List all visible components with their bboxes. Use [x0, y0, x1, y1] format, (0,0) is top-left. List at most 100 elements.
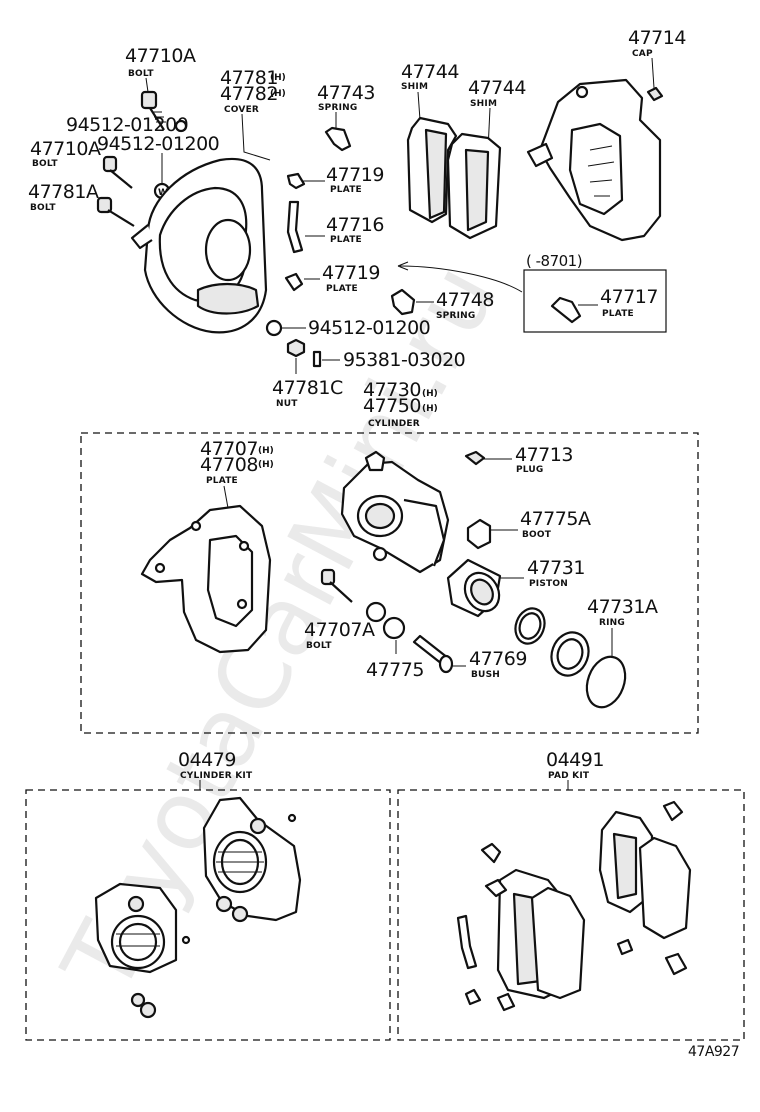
suffix-47782: (H) — [270, 89, 286, 99]
part-number-47719-b: 47719 — [322, 262, 380, 284]
cylinder-assembly-box — [80, 432, 699, 734]
part-number-47707: 47707 — [200, 438, 258, 460]
plug-group[interactable]: 47713 PLUG — [464, 444, 573, 475]
suffix-47707: (H) — [258, 446, 274, 456]
suffix-47708: (H) — [258, 460, 274, 470]
bolt-47707a-icon — [320, 568, 353, 603]
pad-kit-group[interactable]: 04491 PAD KIT — [397, 749, 745, 1041]
part-label-pad-kit: PAD KIT — [548, 771, 590, 781]
plate-47719-b-icon — [284, 272, 304, 292]
part-number-47713: 47713 — [515, 444, 573, 466]
part-label-plate-47716: PLATE — [330, 235, 362, 245]
nut-group[interactable]: 47781C NUT — [272, 338, 343, 409]
part-47775-group[interactable]: 47775 — [365, 601, 424, 681]
washer-c-group[interactable]: 94512-01200 — [265, 317, 431, 339]
brake-pads-icon — [406, 116, 502, 240]
cylinder-kit-box — [25, 789, 391, 1041]
boot-group[interactable]: 47775A BOOT — [466, 508, 591, 550]
part-number-04491: 04491 — [546, 749, 604, 771]
part-number-47708: 47708 — [200, 454, 258, 476]
part-label-bolt-47781a: BOLT — [30, 203, 56, 213]
part-47775-icon — [365, 601, 406, 640]
pad-kit-parts-icon — [456, 800, 692, 1012]
part-label-bolt-mid: BOLT — [32, 159, 58, 169]
bolt-top-icon — [140, 90, 166, 131]
bush-icon — [412, 634, 454, 674]
spring-47748-group[interactable]: 47748 SPRING — [390, 288, 494, 321]
part-number-47731: 47731 — [527, 557, 585, 579]
piston-group[interactable]: 47731 PISTON — [446, 557, 585, 618]
part-label-nut: NUT — [276, 399, 298, 409]
spring-47743-icon — [324, 126, 352, 152]
ring-icons — [514, 607, 627, 709]
part-number-47716: 47716 — [326, 214, 384, 236]
part-number-47710a-mid: 47710A — [30, 138, 101, 160]
plate-47719-b-group[interactable]: 47719 PLATE — [284, 262, 380, 294]
nut-icon — [286, 338, 306, 358]
subgroup-box-47717[interactable]: ( -8701) 47717 PLATE — [397, 252, 667, 333]
part-number-47707a: 47707A — [304, 619, 375, 641]
part-number-47781: 47781 — [220, 67, 278, 89]
plate-47717-icon — [550, 296, 582, 324]
part-number-47743: 47743 — [317, 82, 375, 104]
pin-group[interactable]: 95381-03020 — [312, 349, 466, 371]
part-number-47744-b: 47744 — [468, 77, 526, 99]
drawing-code: 47A927 — [688, 1044, 739, 1060]
cylinder-kit-parts-icon — [94, 796, 302, 1019]
anchor-plate-icon — [140, 504, 272, 654]
part-label-bush: BUSH — [471, 670, 500, 680]
plate-47716-group[interactable]: 47716 PLATE — [286, 200, 384, 254]
part-label-ring: RING — [599, 618, 625, 628]
cover-group[interactable]: 47781 (H) 47782 (H) COVER — [130, 67, 286, 334]
bolt-mid-icon — [102, 155, 133, 189]
suffix-47730: (H) — [422, 389, 438, 399]
plate-47719-a-group[interactable]: 47719 PLATE — [286, 164, 384, 195]
bolt-47781a-group[interactable]: 47781A BOLT — [28, 181, 135, 227]
cap-icon — [646, 86, 664, 102]
piston-icon — [446, 558, 502, 618]
suffix-47750: (H) — [422, 404, 438, 414]
bolt-47710a-top-group[interactable]: 47710A BOLT — [125, 45, 196, 131]
part-number-47714: 47714 — [628, 27, 686, 49]
ring-group[interactable]: 47731A RING — [511, 596, 658, 713]
part-number-04479: 04479 — [178, 749, 236, 771]
caliper-housing-icon — [526, 78, 662, 242]
part-number-47775: 47775 — [366, 659, 424, 681]
cylinder-body-icon — [340, 450, 450, 574]
part-number-47775a: 47775A — [520, 508, 591, 530]
part-number-94512-c: 94512-01200 — [308, 317, 430, 339]
part-number-95381: 95381-03020 — [343, 349, 465, 371]
washer-a-icon — [174, 119, 188, 133]
part-number-47782: 47782 — [220, 83, 278, 105]
part-label-bolt-47707a: BOLT — [306, 641, 332, 651]
bush-group[interactable]: 47769 BUSH — [412, 634, 527, 680]
part-number-47748: 47748 — [436, 289, 494, 311]
part-number-47710a-top: 47710A — [125, 45, 196, 67]
shim-a-group[interactable]: 47744 SHIM — [401, 61, 460, 121]
part-number-94512-b: 94512-01200 — [97, 133, 219, 155]
bolt-47707a-group[interactable]: 47707A BOLT — [304, 568, 375, 651]
part-label-bolt-top: BOLT — [128, 69, 154, 79]
part-number-47717: 47717 — [600, 286, 658, 308]
cylinder-group[interactable]: 47730 (H) 47750 (H) CYLINDER — [363, 379, 438, 429]
plate-47716-icon — [286, 200, 304, 254]
suffix-47781: (H) — [270, 73, 286, 83]
plate-47707-group[interactable]: 47707 (H) 47708 (H) PLATE — [140, 438, 274, 654]
part-label-plate-47719-a: PLATE — [330, 185, 362, 195]
bolt-47781a-icon — [96, 196, 135, 227]
washer-c-icon — [265, 319, 283, 337]
bolt-47710a-mid-group[interactable]: 47710A BOLT — [30, 138, 133, 189]
plate-47719-a-icon — [286, 172, 306, 190]
cylinder-kit-group[interactable]: 04479 CYLINDER KIT — [25, 749, 391, 1041]
part-label-spring-47748: SPRING — [436, 311, 475, 321]
cap-group[interactable]: 47714 CAP — [628, 27, 687, 102]
svg-text:W: W — [158, 188, 168, 198]
part-number-47744-a: 47744 — [401, 61, 459, 83]
boot-icon — [466, 518, 492, 550]
part-number-47731a: 47731A — [587, 596, 658, 618]
subgroup-range: ( -8701) — [526, 252, 582, 270]
part-label-plate-47717: PLATE — [602, 309, 634, 319]
part-number-47730: 47730 — [363, 379, 421, 401]
spring-47743-group[interactable]: 47743 SPRING — [317, 82, 375, 152]
pin-icon — [312, 350, 322, 368]
